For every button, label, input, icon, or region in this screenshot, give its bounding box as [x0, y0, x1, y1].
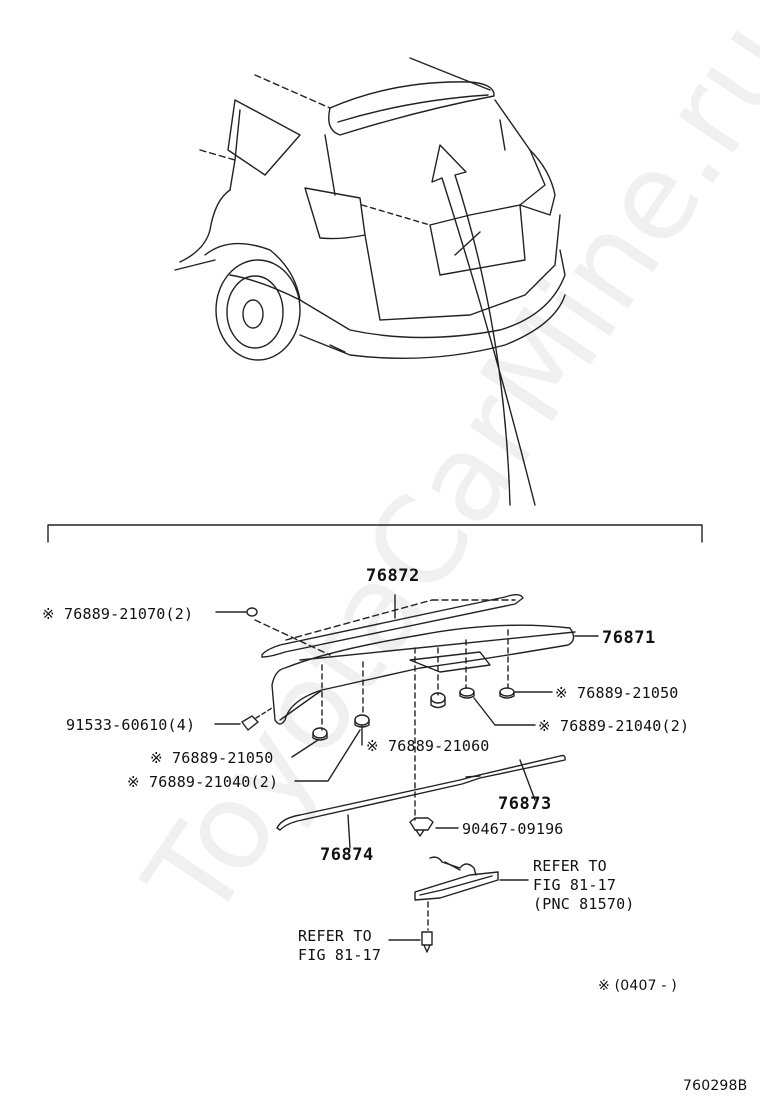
part-number-90467-09196: 90467-09196 [462, 820, 564, 838]
part-number-76889-21040-right: ※ 76889-21040(2) [538, 717, 690, 735]
refer-fig-label-bolt: FIG 81-17 [298, 946, 382, 964]
figure-code: 760298B [683, 1078, 748, 1094]
vehicle-rear-illustration [174, 57, 566, 506]
production-date-note: ※ (0407 - ) [598, 978, 677, 994]
part-number-76874: 76874 [320, 845, 374, 865]
refer-to-label-light: REFER TO [533, 857, 607, 875]
part-number-76872: 76872 [366, 566, 420, 586]
detail-bracket [47, 524, 703, 543]
spoiler-detail [214, 594, 599, 953]
refer-to-label-bolt: REFER TO [298, 927, 372, 945]
part-number-76871: 76871 [602, 628, 656, 648]
part-number-76889-21040-left: ※ 76889-21040(2) [127, 773, 279, 791]
part-number-76889-21050-right: ※ 76889-21050 [555, 684, 679, 702]
part-number-76889-21050-left: ※ 76889-21050 [150, 749, 274, 767]
part-number-91533-60610: 91533-60610(4) [66, 716, 196, 734]
part-number-76889-21060: ※ 76889-21060 [366, 737, 490, 755]
refer-fig-label-light: FIG 81-17 [533, 876, 617, 894]
part-number-76889-21070: ※ 76889-21070(2) [42, 605, 194, 623]
refer-pnc-label-light: (PNC 81570) [533, 895, 635, 913]
part-number-76873: 76873 [498, 794, 552, 814]
